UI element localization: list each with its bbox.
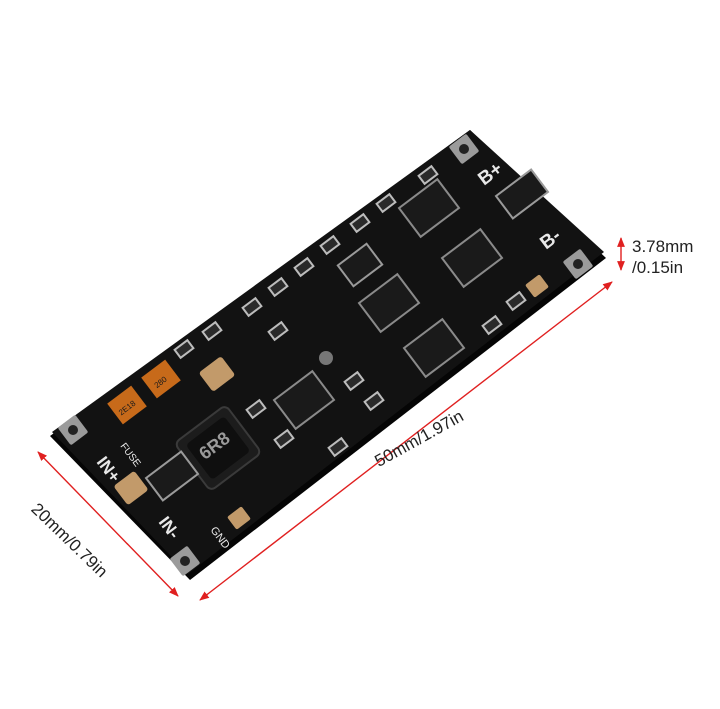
fuse	[107, 359, 181, 425]
dimension-lines	[37, 237, 625, 601]
thickness-mm-label: 3.78mm	[632, 237, 694, 256]
width-dimension-line	[37, 451, 179, 597]
length-dimension-line	[199, 281, 613, 601]
round-component	[319, 351, 333, 365]
pcb-board: B+ B- IN+ IN- FUSE GND 6R8 2E18 280	[50, 130, 606, 580]
thickness-in-label: /0.15in	[632, 258, 684, 277]
